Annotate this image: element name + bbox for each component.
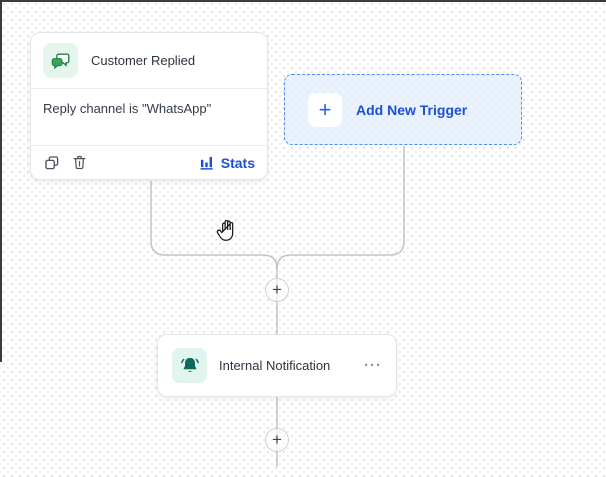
canvas-edge-line-left <box>0 0 2 362</box>
bar-chart-icon <box>200 155 215 170</box>
trigger-card-header: Customer Replied <box>31 33 267 88</box>
trigger-condition-text: Reply channel is "WhatsApp" <box>43 101 212 116</box>
add-new-trigger-label: Add New Trigger <box>356 101 468 118</box>
divider <box>31 88 267 89</box>
canvas-edge-line-top <box>0 0 606 2</box>
stats-button[interactable]: Stats <box>200 155 255 171</box>
bell-icon <box>172 348 207 383</box>
action-node-title: Internal Notification <box>219 358 331 373</box>
open-hand-cursor <box>214 217 237 247</box>
copy-icon[interactable] <box>43 154 61 172</box>
add-new-trigger-button[interactable]: + Add New Trigger <box>284 74 522 145</box>
add-step-button-bottom[interactable]: + <box>265 428 289 452</box>
node-menu-ellipsis[interactable]: ··· <box>364 357 382 374</box>
chat-bubbles-icon <box>43 43 78 78</box>
action-node-internal-notification[interactable]: Internal Notification ··· <box>157 334 397 397</box>
stats-label: Stats <box>220 154 255 171</box>
trigger-card-title: Customer Replied <box>91 53 196 68</box>
add-step-button-top[interactable]: + <box>265 278 289 302</box>
plus-icon: + <box>308 92 342 127</box>
trigger-card-footer: Stats <box>31 145 267 179</box>
trigger-card-customer-replied[interactable]: Customer Replied Reply channel is "Whats… <box>30 32 268 180</box>
trash-icon[interactable] <box>71 154 88 171</box>
